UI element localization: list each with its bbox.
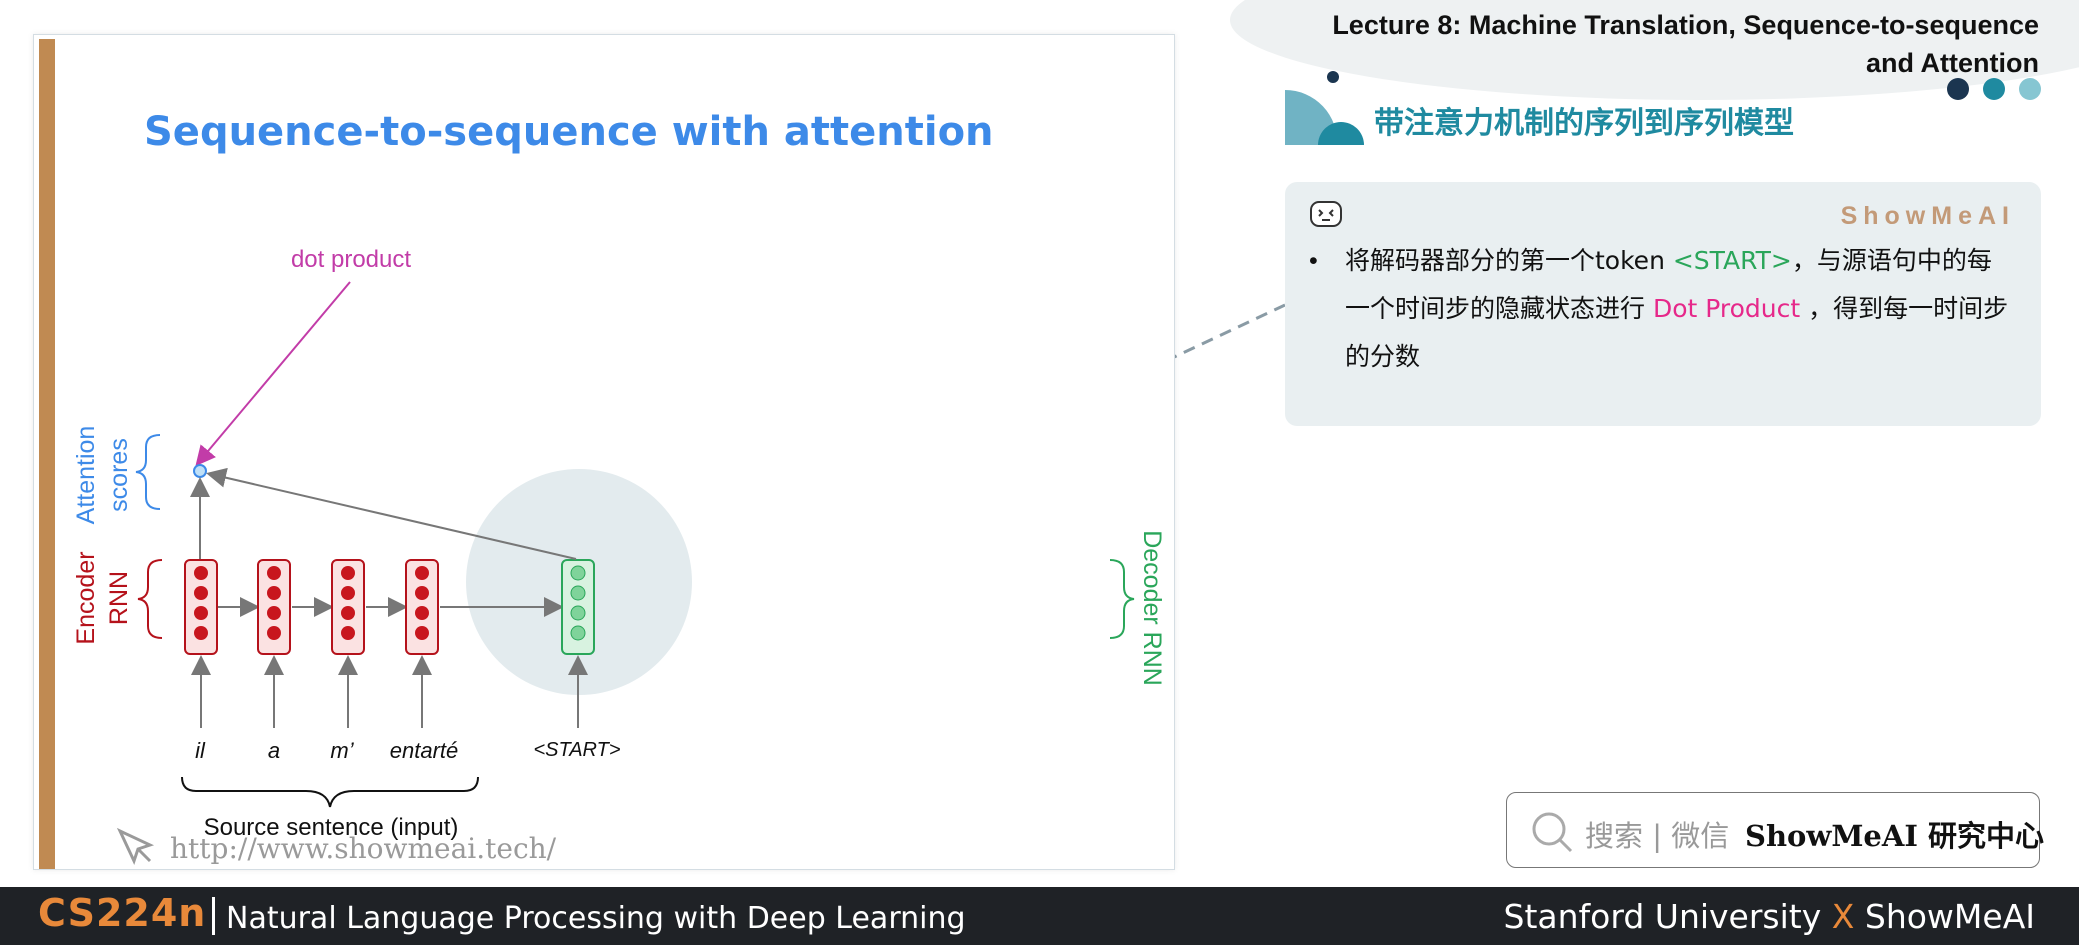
attention-scores-label: Attention scores bbox=[72, 426, 133, 525]
dot-product-label: dot product bbox=[291, 246, 411, 273]
lecture-title-line2: and Attention bbox=[1866, 48, 2039, 78]
search-placeholder: 搜索 | 微信 bbox=[1585, 819, 1730, 853]
partner-separator: X bbox=[1831, 897, 1855, 936]
encoder-cell bbox=[405, 559, 439, 655]
source-word: entarté bbox=[390, 738, 459, 763]
robot-icon bbox=[1310, 201, 1342, 227]
dot-light-icon bbox=[2019, 78, 2041, 100]
search-icon bbox=[1532, 812, 1573, 853]
note-text-part: 将解码器部分的第一个token bbox=[1345, 246, 1673, 275]
encoder-cell bbox=[331, 559, 365, 655]
start-token-highlight: <START> bbox=[1672, 246, 1792, 275]
header-decoration bbox=[1230, 0, 2079, 145]
encoder-cell bbox=[257, 559, 291, 655]
course-name: Natural Language Processing with Deep Le… bbox=[226, 901, 966, 936]
note-card: ShowMeAI • 将解码器部分的第一个token <START>，与源语句中… bbox=[1285, 182, 2041, 426]
bullet-marker: • bbox=[1309, 247, 1318, 275]
search-brand: ShowMeAI 研究中心 bbox=[1745, 819, 2045, 853]
dot-product-highlight: Dot Product bbox=[1652, 294, 1801, 323]
decoder-input-word: <START> bbox=[533, 739, 620, 761]
brand-label: ShowMeAI bbox=[1840, 202, 2015, 230]
decoder-brace bbox=[1109, 559, 1135, 639]
decoder-rnn-label: Decoder RNN bbox=[1138, 530, 1166, 686]
note-text-part: ，得到每一时间步的分数 bbox=[1345, 294, 2009, 371]
source-brace bbox=[181, 776, 479, 808]
dot-dark-icon bbox=[1947, 78, 1969, 100]
cursor-icon bbox=[116, 827, 155, 866]
footer-bar: CS224n Natural Language Processing with … bbox=[0, 887, 2079, 945]
decoder-to-score-arrow bbox=[206, 467, 577, 560]
encoder-brace bbox=[137, 559, 163, 639]
slide-accent-bar bbox=[39, 39, 55, 869]
footer-divider bbox=[212, 897, 215, 935]
attention-label-line2: scores bbox=[105, 438, 133, 512]
encoder-label-line2: RNN bbox=[105, 571, 133, 625]
encoder-cell bbox=[184, 559, 218, 655]
source-word: m’ bbox=[330, 738, 354, 763]
attention-label-line1: Attention bbox=[72, 426, 100, 525]
dot-product-arrow bbox=[195, 281, 351, 467]
course-code: CS224n bbox=[38, 891, 207, 935]
search-box[interactable]: 搜索 | 微信 ShowMeAI 研究中心 bbox=[1506, 792, 2044, 868]
attention-diagram: dot product Attention scores Encoder RNN… bbox=[72, 246, 1166, 866]
svg-text:Decoder RNN: Decoder RNN bbox=[1138, 530, 1166, 686]
partner-showmeai: ShowMeAI bbox=[1864, 897, 2035, 936]
attention-brace bbox=[135, 434, 161, 510]
footer-partners: Stanford University X ShowMeAI bbox=[1504, 897, 2035, 936]
source-word: a bbox=[268, 738, 280, 763]
encoder-label-line1: Encoder bbox=[72, 551, 100, 644]
decoder-cell bbox=[561, 559, 595, 655]
partner-stanford: Stanford University bbox=[1503, 897, 1822, 936]
section-title: 带注意力机制的序列到序列模型 bbox=[1374, 106, 1794, 141]
dot-teal-icon bbox=[1983, 78, 2005, 100]
attention-score-node bbox=[193, 464, 207, 478]
source-caption: Source sentence (input) bbox=[204, 814, 459, 841]
slide-panel: Sequence-to-sequence with attention dot … bbox=[33, 34, 1175, 870]
source-word: il bbox=[195, 738, 206, 763]
note-text: 将解码器部分的第一个token <START>，与源语句中的每一个时间步的隐藏状… bbox=[1345, 237, 2015, 381]
encoder-rnn-label: Encoder RNN bbox=[72, 551, 133, 644]
lecture-title-line1: Lecture 8: Machine Translation, Sequence… bbox=[1332, 10, 2039, 40]
note-text-part: ，与源语句中的每一个时间步的隐藏状态进行 bbox=[1345, 246, 1992, 323]
watermark-url: http://www.showmeai.tech/ bbox=[170, 832, 557, 865]
slide-title: Sequence-to-sequence with attention bbox=[144, 109, 994, 155]
